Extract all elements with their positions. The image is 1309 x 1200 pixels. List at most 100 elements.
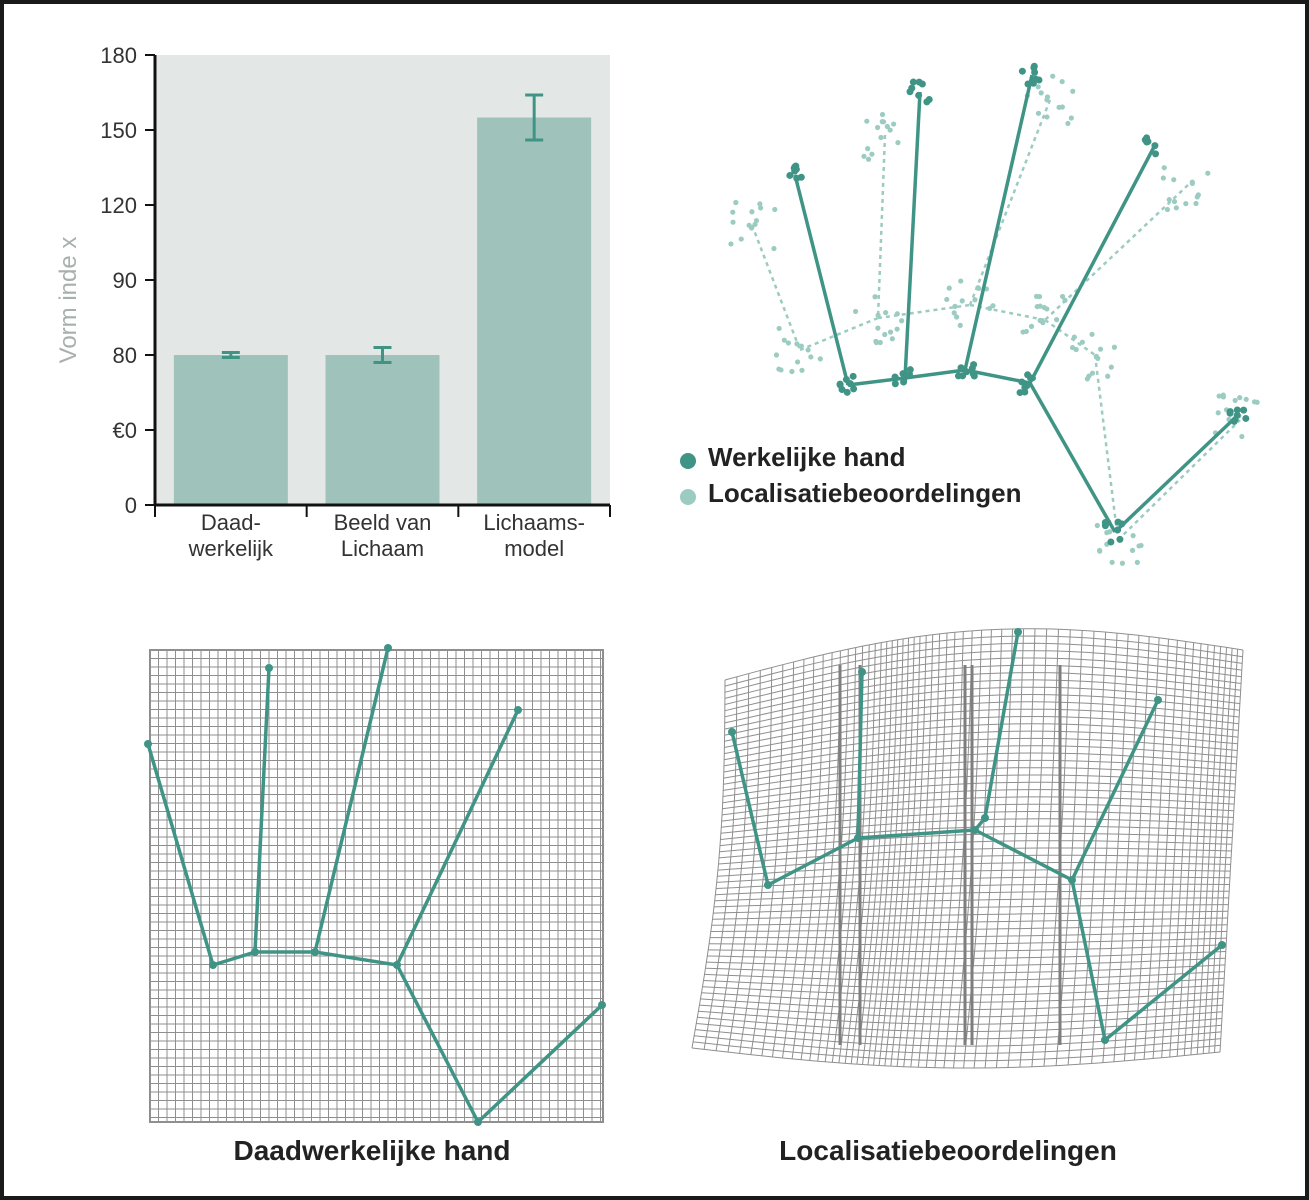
bar-2 — [477, 117, 592, 505]
grid-line — [724, 679, 1241, 724]
panel-label-localisation: Localisatiebeoordelingen — [779, 1135, 1117, 1166]
legend-label-werkelijke-hand: Werkelijke hand — [708, 442, 906, 472]
judgment-point — [1232, 397, 1238, 404]
grid-line — [695, 1029, 1222, 1047]
hand-bone — [1103, 943, 1224, 1042]
judgment-point — [875, 325, 881, 331]
hand-point — [1114, 518, 1122, 526]
judgment-point — [1173, 205, 1179, 211]
judgment-point — [776, 325, 782, 332]
hand-joint — [209, 961, 217, 969]
judgment-point — [799, 367, 805, 373]
grid-line — [712, 910, 1229, 920]
judgment-point — [880, 119, 887, 125]
y-tick-label: 80 — [113, 343, 137, 368]
judgment-point — [752, 221, 758, 227]
hand-point — [892, 374, 900, 382]
hand-bone — [1113, 413, 1240, 534]
hand-point — [891, 380, 899, 388]
hand-point — [1240, 406, 1248, 414]
judgment-point — [730, 219, 736, 225]
judgment-point — [1079, 339, 1085, 345]
hand-bone — [793, 174, 850, 386]
grid-line — [702, 984, 1224, 996]
hand-joint — [265, 664, 273, 672]
hand-point — [1028, 374, 1036, 382]
judgment-point — [1111, 344, 1118, 350]
hand-bone — [476, 1003, 604, 1124]
hand-bone — [212, 950, 256, 967]
judgment-point — [746, 222, 752, 228]
panel-label-actual-hand: Daadwerkelijke hand — [233, 1135, 510, 1166]
y-tick-label: 0 — [125, 493, 137, 518]
legend-marker-werkelijke-hand — [680, 453, 696, 469]
grid-border — [149, 649, 604, 1123]
hand-joint — [311, 948, 319, 956]
grid-localisation — [691, 628, 1244, 1069]
judgment-point — [1034, 303, 1040, 310]
judgment-point — [1215, 410, 1221, 416]
y-tick-label: 150 — [100, 118, 137, 143]
hand-bone — [963, 74, 1034, 371]
judgment-point — [1160, 175, 1166, 181]
hand-joint — [1068, 876, 1076, 884]
judgment-point — [730, 209, 736, 215]
judgment-point — [894, 311, 900, 317]
hand-joint — [393, 961, 401, 969]
judgment-point — [1171, 198, 1178, 205]
grid-line — [701, 991, 1224, 1003]
judgment-point — [771, 245, 777, 252]
grid-line — [693, 1041, 1221, 1062]
grid-line — [700, 997, 1224, 1011]
judgment-point — [952, 303, 958, 309]
x-tick-label-2: Lichaams- — [483, 510, 584, 535]
judgment-point — [778, 367, 784, 373]
grid-line — [723, 752, 1237, 785]
hand-joint — [981, 814, 989, 822]
judgment-point — [1195, 192, 1201, 198]
judgment-point — [865, 156, 872, 162]
judgment-point — [889, 336, 895, 342]
judgment-point — [781, 337, 787, 343]
judgment-point — [865, 146, 871, 152]
judgment-point — [1109, 559, 1115, 565]
judgment-point — [1108, 364, 1114, 370]
judgment-point — [1036, 293, 1043, 300]
judgment-point — [869, 151, 875, 157]
hand-joint — [971, 826, 979, 834]
judgment-point — [882, 331, 888, 338]
grid-line — [719, 832, 1233, 853]
grid-line — [724, 657, 1242, 705]
grid-line — [717, 854, 1232, 871]
judgment-point — [1161, 165, 1167, 171]
judgment-point — [878, 134, 884, 141]
judgment-point — [817, 356, 823, 362]
grid-line — [724, 693, 1240, 736]
hand-joint — [1218, 941, 1226, 949]
judgment-point — [887, 127, 893, 133]
judgment-point — [864, 118, 870, 124]
error-bars — [221, 93, 544, 364]
judgment-point — [1251, 399, 1258, 405]
judgment-point — [944, 296, 950, 303]
grid-line — [722, 767, 1236, 797]
judgment-point — [958, 278, 964, 284]
hand-point — [1144, 138, 1152, 146]
judgment-point — [1089, 331, 1095, 337]
judgment-point — [757, 205, 764, 211]
judgment-point — [1243, 396, 1249, 402]
judgment-point — [1054, 317, 1060, 323]
hand-bone — [857, 828, 976, 840]
judgment-point — [1089, 370, 1096, 376]
judgment-point — [1071, 334, 1077, 340]
y-tick-label: €0 — [113, 418, 137, 443]
hand-point — [1032, 75, 1040, 83]
hand-skeleton-actual — [144, 644, 606, 1126]
grid-line — [711, 917, 1228, 926]
x-tick-label-2: model — [504, 536, 564, 561]
hand-bone — [1028, 382, 1117, 533]
grid-line — [724, 686, 1240, 730]
hand-skeleton-localisation — [728, 628, 1226, 1044]
hand-point — [791, 163, 799, 171]
hand-bone — [146, 743, 215, 966]
